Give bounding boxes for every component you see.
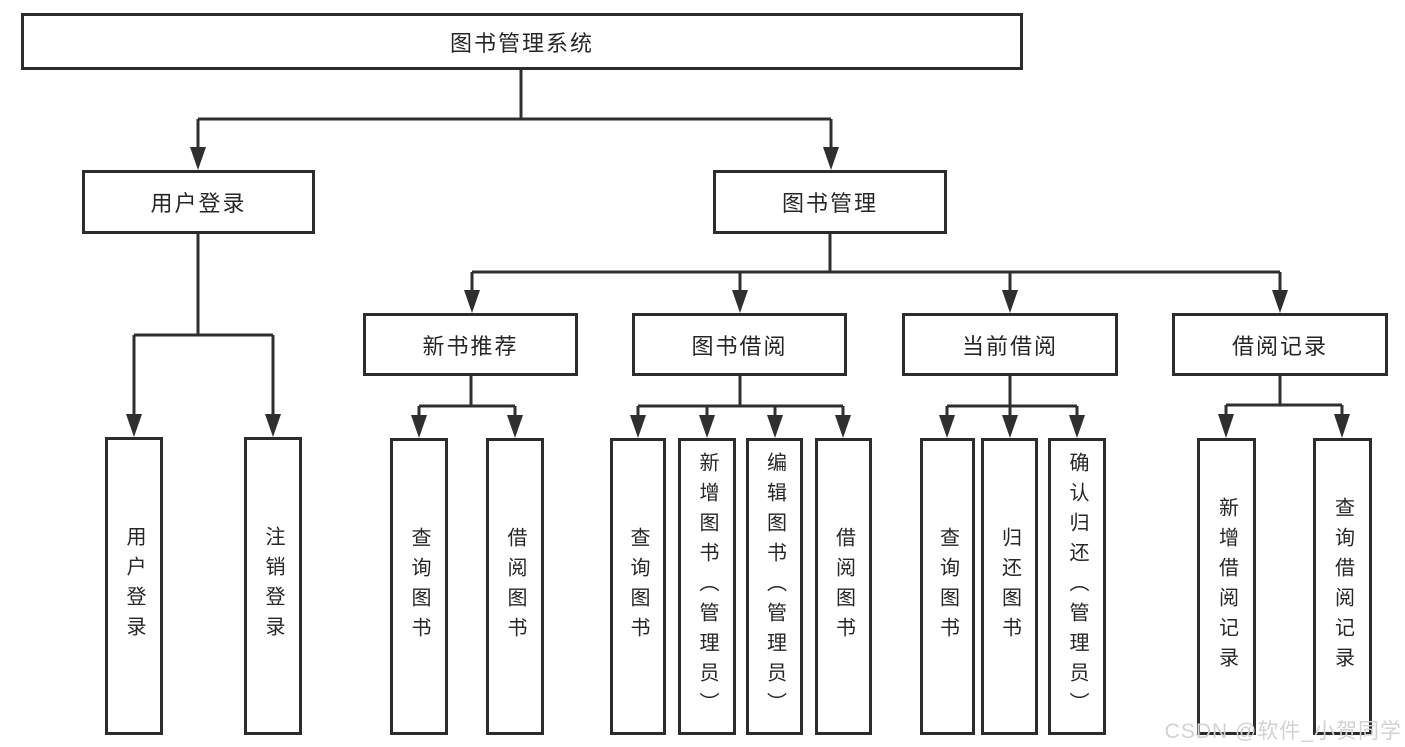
leaf-borrow-add-admin: 新增图书（管理员） [678, 438, 736, 735]
node-root-system-label: 图书管理系统 [449, 30, 594, 56]
leaf-records-add: 新增借阅记录 [1197, 438, 1256, 735]
node-new-books: 新书推荐 [363, 313, 578, 376]
leaf-records-query-label: 查询借阅记录 [1331, 496, 1354, 677]
leaf-borrow-edit-admin: 编辑图书（管理员） [746, 438, 803, 735]
leaf-newbooks-query-label: 查询图书 [408, 526, 430, 647]
csdn-watermark: CSDN @软件_小贺同学 [1164, 720, 1402, 743]
leaf-current-query-label: 查询图书 [936, 526, 959, 647]
leaf-user-login: 用户登录 [105, 437, 163, 735]
connector-user-login-group [126, 234, 281, 437]
leaf-borrow-borrow: 借阅图书 [815, 438, 872, 735]
leaf-logout-label: 注销登录 [262, 526, 284, 646]
leaf-current-confirm-admin-label: 确认归还（管理员） [1066, 451, 1088, 722]
leaf-newbooks-borrow: 借阅图书 [486, 438, 544, 735]
leaf-newbooks-borrow-label: 借阅图书 [504, 526, 526, 647]
connector-root-to-level2 [190, 70, 839, 170]
leaf-borrow-query-label: 查询图书 [627, 526, 649, 647]
node-book-mgmt-label: 图书管理 [781, 191, 878, 216]
leaf-borrow-edit-admin-label: 编辑图书（管理员） [763, 451, 786, 722]
leaf-records-query: 查询借阅记录 [1313, 438, 1372, 735]
node-borrow-records: 借阅记录 [1172, 313, 1388, 376]
leaf-current-return-label: 归还图书 [998, 526, 1021, 647]
leaf-current-confirm-admin: 确认归还（管理员） [1048, 438, 1106, 735]
leaf-borrow-query: 查询图书 [610, 438, 666, 735]
node-book-mgmt: 图书管理 [713, 170, 947, 234]
leaf-current-return: 归还图书 [981, 438, 1038, 735]
leaf-newbooks-query: 查询图书 [390, 438, 448, 735]
node-current-borrow-label: 当前借阅 [961, 333, 1058, 359]
connector-book-mgmt-to-level3 [464, 234, 1288, 313]
connector-book-borrow-group [630, 376, 851, 438]
connector-new-books-group [411, 376, 523, 438]
node-root-system: 图书管理系统 [21, 13, 1023, 70]
node-new-books-label: 新书推荐 [422, 333, 519, 359]
leaf-user-login-label: 用户登录 [123, 526, 145, 646]
node-book-borrow: 图书借阅 [632, 313, 847, 376]
connector-borrow-records-group [1218, 376, 1350, 438]
node-user-login-label: 用户登录 [150, 191, 247, 216]
leaf-logout: 注销登录 [244, 437, 302, 735]
leaf-records-add-label: 新增借阅记录 [1215, 496, 1238, 677]
node-user-login: 用户登录 [82, 170, 315, 234]
node-borrow-records-label: 借阅记录 [1231, 333, 1328, 359]
connector-current-borrow-group [939, 376, 1085, 438]
node-book-borrow-label: 图书借阅 [691, 333, 788, 359]
leaf-borrow-borrow-label: 借阅图书 [832, 526, 855, 647]
leaf-current-query: 查询图书 [920, 438, 975, 735]
node-current-borrow: 当前借阅 [902, 313, 1118, 376]
leaf-borrow-add-admin-label: 新增图书（管理员） [696, 451, 718, 722]
